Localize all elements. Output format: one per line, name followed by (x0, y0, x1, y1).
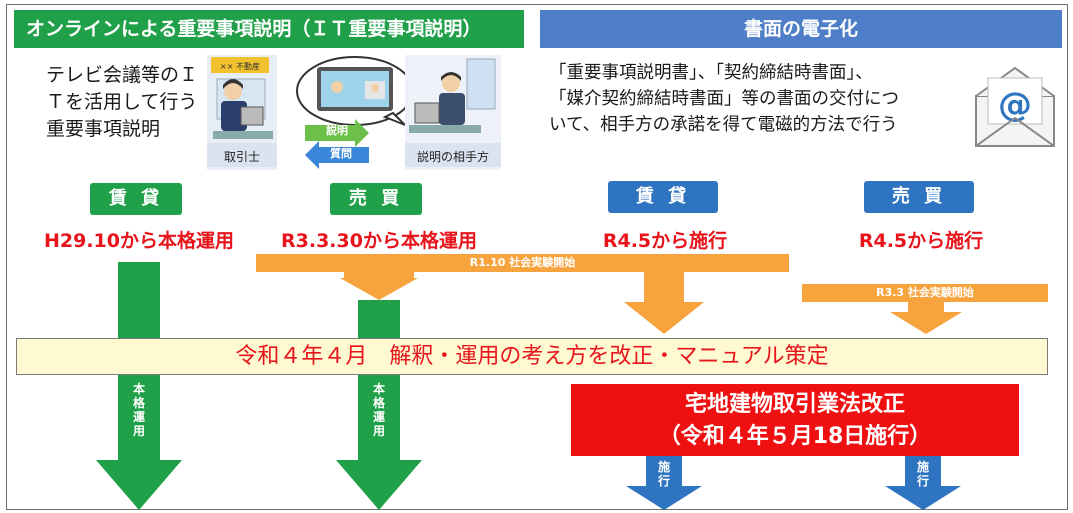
screen-person-right-icon (371, 84, 379, 92)
vertical-label-enforcement-1: 施 行 (656, 460, 672, 488)
vchar: 用 (132, 424, 145, 438)
right-description: 「重要事項説明書」、「契約締結時書面」、 「媒介契約締結時書面」等の書面の交付に… (549, 60, 899, 138)
blue-arrow-1-shaft (646, 456, 682, 486)
video-conference-illustration: ×× 不動産 説明 質問 取引士 説明の相手方 (205, 55, 505, 175)
header-it-explanation: オンラインによる重要事項説明（ＩＴ重要事項説明） (14, 10, 524, 48)
header-digitization: 書面の電子化 (540, 10, 1062, 48)
blue-arrow-1-head (626, 486, 702, 510)
green-arrow-2-head (336, 460, 422, 510)
vchar: 行 (657, 474, 670, 488)
orange-arrow-c-head (890, 312, 962, 334)
vchar: 格 (372, 396, 385, 410)
orange-arrow-a-head (340, 278, 418, 300)
revision-banner: 令和４年４月 解釈・運用の考え方を改正・マニュアル策定 (16, 338, 1048, 375)
experiment-label-right: R3.3 社会実験開始 (876, 286, 974, 299)
orange-arrow-b-head (624, 302, 704, 334)
right-desc-line1: 「重要事項説明書」、「契約締結時書面」、 (549, 63, 873, 83)
vchar: 運 (372, 410, 385, 424)
right-monitor-icon (414, 102, 440, 124)
green-arrow-1-head (96, 460, 182, 510)
experiment-bar-left: R1.10 社会実験開始 (256, 254, 789, 272)
vchar: 運 (132, 410, 145, 424)
orange-arrow-c-stem (908, 302, 944, 312)
explain-arrow-icon (305, 119, 369, 147)
left-desc-line3: 重要事項説明 (46, 118, 161, 140)
law-line1: 宅地建物取引業法改正 (684, 392, 905, 417)
green-arrow-2-shaft (358, 300, 400, 462)
vchar: 本 (372, 382, 385, 396)
label-bg-left (207, 143, 277, 167)
building-window-icon (466, 58, 496, 110)
vchar: 格 (132, 396, 145, 410)
left-desc-line1: テレビ会議等のＩ (46, 64, 199, 86)
question-label: 質問 (330, 147, 352, 160)
right-desk (409, 125, 481, 133)
vchar: 施 (657, 460, 670, 474)
envelope-fold (975, 116, 1055, 147)
broker-label: 取引士 (223, 150, 260, 164)
left-desc-line2: Ｔを活用して行う (46, 91, 198, 113)
date-lease-digital: R4.5から施行 (602, 230, 728, 252)
customer-body-icon (439, 93, 465, 125)
left-description: テレビ会議等のＩ Ｔを活用して行う 重要事項説明 (46, 62, 198, 143)
orange-arrow-b-stem (644, 272, 684, 302)
vertical-label-full-operation-1: 本 格 運 用 (131, 382, 147, 438)
envelope-svg: @ (975, 66, 1055, 147)
blue-arrow-2-head (885, 486, 961, 510)
email-envelope-icon: @ (972, 62, 1058, 150)
vchar: 本 (132, 382, 145, 396)
vchar: 用 (372, 424, 385, 438)
left-desk (213, 131, 273, 139)
right-desc-line3: いて、相手方の承諾を得て電磁的方法で行う (549, 115, 898, 135)
illustration-svg: ×× 不動産 (207, 55, 501, 170)
customer-hair-icon (441, 72, 461, 81)
law-revision-box: 宅地建物取引業法改正 （令和４年５月18日施行） (571, 384, 1019, 456)
vchar: 施 (916, 460, 929, 474)
law-line2: （令和４年５月18日施行） (658, 424, 932, 449)
clerk-hair-icon (223, 79, 243, 89)
date-lease-it: H29.10から本格運用 (43, 230, 234, 252)
label-bg-right (405, 143, 501, 167)
badge-sale-digital: 売 買 (864, 181, 974, 213)
question-arrow-icon (305, 141, 369, 169)
diagram-frame (6, 4, 1068, 510)
orange-arrow-a-stem (344, 272, 414, 278)
experiment-label-left: R1.10 社会実験開始 (469, 256, 576, 269)
shop-sign-board (211, 57, 269, 73)
date-sale-it: R3.3.30から本格運用 (281, 230, 477, 252)
clerk-head-icon (224, 82, 242, 100)
left-monitor-icon (240, 106, 264, 126)
explain-label: 説明 (326, 124, 348, 137)
vertical-label-enforcement-2: 施 行 (915, 460, 931, 488)
badge-sale-it: 売 買 (330, 183, 422, 215)
vertical-label-full-operation-2: 本 格 運 用 (371, 382, 387, 438)
customer-head-icon (442, 74, 460, 92)
blue-arrow-2-shaft (905, 456, 941, 486)
right-desc-line2: 「媒介契約締結時書面」等の書面の交付につ (549, 89, 899, 109)
badge-lease-digital: 賃 貸 (608, 181, 718, 213)
vchar: 行 (916, 474, 929, 488)
experiment-bar-right: R3.3 社会実験開始 (802, 284, 1048, 302)
badge-lease-it: 賃 貸 (90, 183, 182, 215)
counterpart-label: 説明の相手方 (416, 150, 489, 164)
speech-bubble-tail (382, 111, 406, 126)
screen-person-left-icon (331, 81, 343, 93)
date-sale-digital: R4.5から施行 (858, 230, 984, 252)
shop-sign-text: ×× 不動産 (220, 61, 260, 71)
envelope-letter (987, 77, 1043, 125)
